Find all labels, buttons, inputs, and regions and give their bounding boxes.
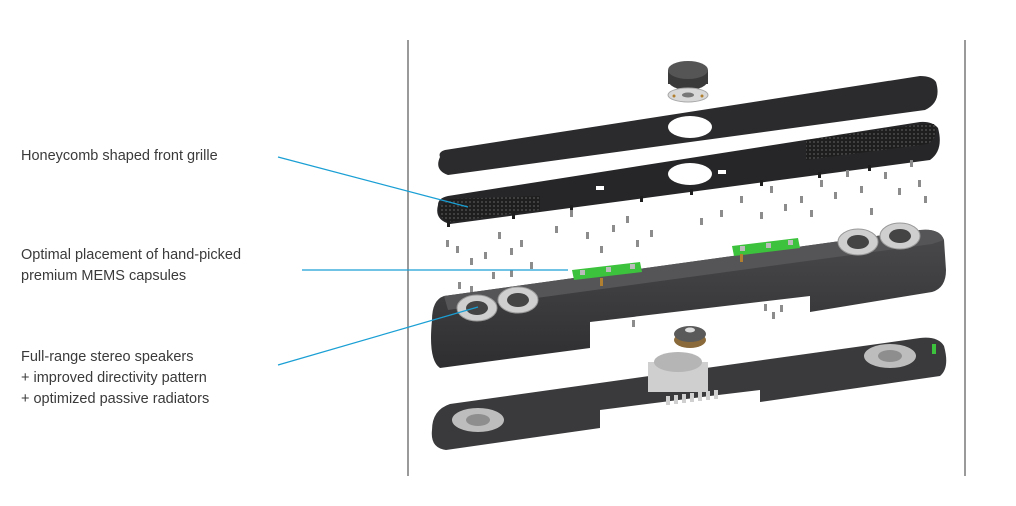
front-grille <box>437 121 940 227</box>
callout-mems: Optimal placement of hand-picked premium… <box>21 245 241 287</box>
mems-pcb-left <box>572 262 642 286</box>
mems-pcb-right <box>732 238 800 262</box>
camera-cap <box>667 61 709 103</box>
callout-speakers: Full-range stereo speakers + improved di… <box>21 347 209 410</box>
main-housing <box>431 229 946 368</box>
callout-mems-line-2: premium MEMS capsules <box>21 268 187 284</box>
bottom-chassis <box>431 326 947 450</box>
top-cover <box>438 76 938 175</box>
callout-speakers-line-1: Full-range stereo speakers <box>21 349 194 365</box>
screws <box>446 160 927 327</box>
callout-mems-line-1: Optimal placement of hand-picked <box>21 247 242 263</box>
speakers-right <box>837 222 921 256</box>
leader-line-speakers <box>277 306 479 366</box>
callout-speakers-line-3: + optimized passive radiators <box>21 391 210 407</box>
callout-grille: Honeycomb shaped front grille <box>21 146 218 167</box>
speakers-left <box>456 286 539 322</box>
right-divider <box>964 40 966 476</box>
callout-grille-text: Honeycomb shaped front grille <box>21 148 218 164</box>
left-divider <box>407 40 409 476</box>
leader-line-grille <box>277 156 469 208</box>
callout-speakers-line-2: + improved directivity pattern <box>21 370 207 386</box>
